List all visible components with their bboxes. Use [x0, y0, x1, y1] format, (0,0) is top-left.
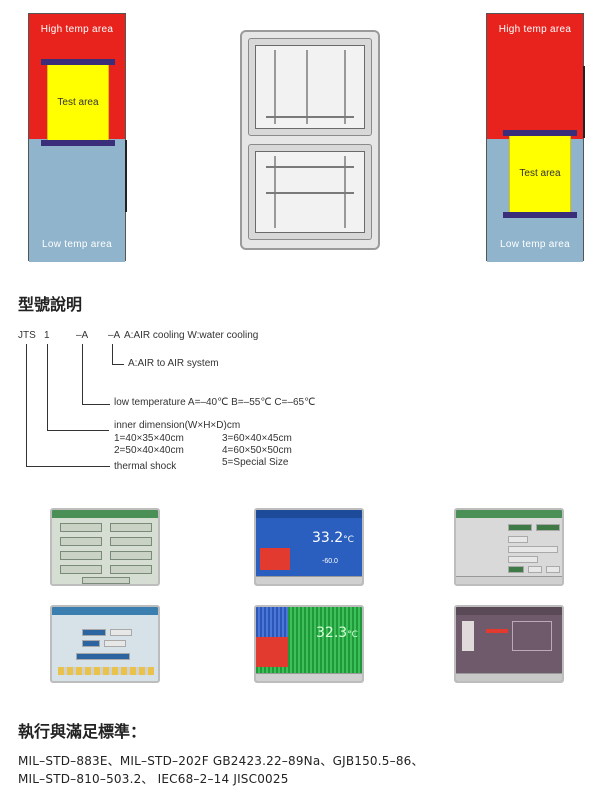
low-temp-zone: Low temp area — [29, 139, 125, 262]
high-temp-label: High temp area — [40, 24, 114, 35]
low-temp-label: Low temp area — [499, 239, 571, 250]
size-option-3: 3=60×40×45cm — [222, 433, 292, 444]
test-basket-top-bar — [41, 59, 115, 65]
air-system-description: A:AIR to AIR system — [128, 358, 219, 369]
connector-low-temp-h — [82, 404, 110, 405]
high-temp-label: High temp area — [498, 24, 572, 35]
inner-dimension-title: inner dimension(W×H×D)cm — [114, 420, 241, 431]
test-basket-top-bar — [503, 130, 577, 136]
connector-thermal — [26, 344, 27, 466]
upper-cabinet — [248, 38, 372, 136]
lift-rail — [125, 140, 127, 212]
monitor-setpoint: -60.0 — [322, 558, 338, 565]
test-basket-bottom-bar — [41, 140, 115, 146]
standards-line-1: MIL–STD–883E、MIL–STD–202F GB2423.22–89Na… — [18, 754, 424, 768]
connector-size-h — [47, 430, 109, 431]
thermal-shock-label: thermal shock — [114, 461, 177, 472]
low-temp-description: low temperature A=–40℃ B=–55℃ C=–65℃ — [114, 397, 316, 408]
controller-screen-status — [454, 605, 564, 683]
controller-screen-program — [50, 605, 160, 683]
low-temp-label: Low temp area — [41, 239, 113, 250]
model-part-system: –A — [108, 330, 121, 341]
connector-thermal-h — [26, 466, 110, 467]
cooling-description: A:AIR cooling W:water cooling — [124, 330, 259, 341]
chamber-diagram-right: High temp area Low temp area Test area — [486, 13, 585, 262]
graph-temperature-value: 32.3°C — [316, 625, 358, 641]
size-option-4: 4=60×50×50cm — [222, 445, 292, 456]
size-option-1: 1=40×35×40cm — [114, 433, 184, 444]
connector-system — [112, 344, 113, 364]
connector-low-temp — [82, 344, 83, 404]
model-section-title: 型號說明 — [18, 295, 83, 314]
chamber-diagram-left: High temp area Low temp area Test area — [28, 13, 127, 262]
lift-rail — [583, 66, 585, 138]
size-option-2: 2=50×40×40cm — [114, 445, 184, 456]
model-part-low-temp: –A — [76, 330, 89, 341]
test-area-label: Test area — [57, 97, 99, 108]
model-part-size: 1 — [44, 330, 50, 341]
test-basket-bottom-bar — [503, 212, 577, 218]
lower-cabinet — [248, 144, 372, 240]
test-area: Test area — [47, 65, 109, 141]
standards-title: 執行與滿足標準： — [18, 722, 147, 741]
thermal-shock-chamber-photo — [240, 30, 380, 250]
model-prefix: JTS — [18, 330, 36, 341]
standards-line-2: MIL–STD–810–503.2、 IEC68–2–14 JISC0025 — [18, 772, 289, 786]
high-temp-zone: High temp area — [487, 14, 583, 139]
controller-screen-monitor: 33.2°C -60.0 — [254, 508, 364, 586]
connector-size — [47, 344, 48, 430]
size-option-5: 5=Special Size — [222, 457, 289, 468]
controller-screen-menu — [50, 508, 160, 586]
monitor-temperature-value: 33.2°C — [312, 530, 354, 546]
test-area: Test area — [509, 136, 571, 212]
test-area-label: Test area — [519, 168, 561, 179]
connector-system-h — [112, 364, 124, 365]
controller-screen-graph: 32.3°C — [254, 605, 364, 683]
controller-screen-settings — [454, 508, 564, 586]
